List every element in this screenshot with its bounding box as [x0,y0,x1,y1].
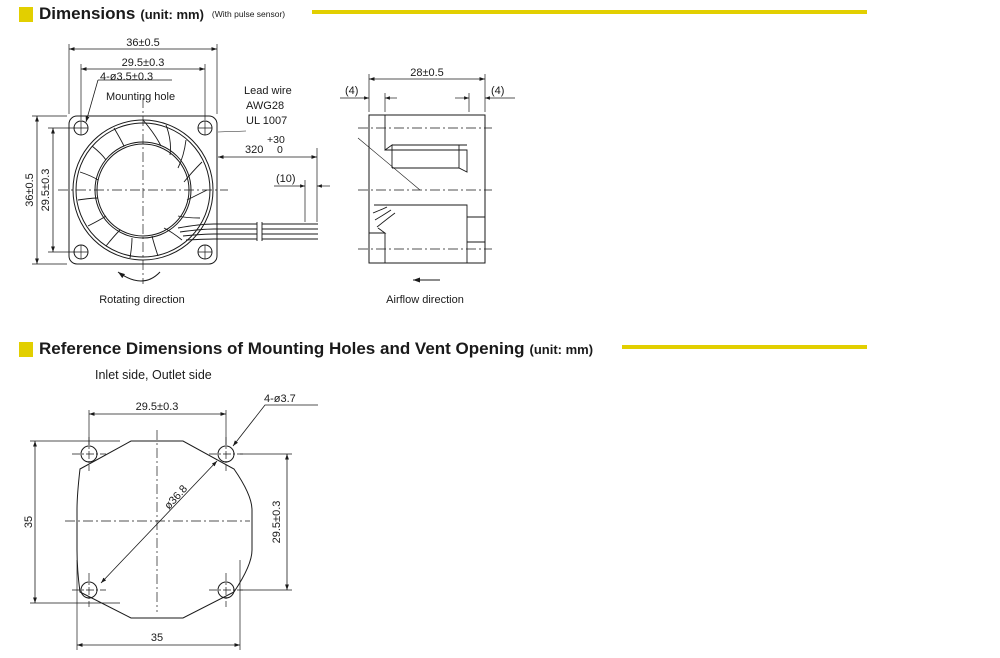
section-divider-bar [312,10,867,14]
ref-hole-spec: 4-ø3.7 [264,393,296,405]
dim-left-flange: (4) [345,85,358,97]
dim-depth: 28±0.5 [410,67,444,79]
dim-right-flange: (4) [491,85,504,97]
fan-blades [77,119,208,259]
lead-tol-minus: 0 [277,144,283,156]
dim-width-holes: 29.5±0.3 [122,57,165,69]
rotating-caption: Rotating direction [99,294,185,306]
section-marker [19,6,33,22]
lead-tol-plus: +30 [267,134,285,146]
mounting-reference-view [30,404,318,650]
fan-front-view [32,44,330,284]
hole-label: Mounting hole [106,91,175,103]
lead-wire-standard: UL 1007 [246,115,287,127]
ref-pitch-y: 29.5±0.3 [271,501,283,544]
section-reference-header: Reference Dimensions of Mounting Holes a… [19,339,593,359]
section-note: (With pulse sensor) [211,9,286,19]
ref-vent-diameter: ø36.8 [162,483,190,512]
lead-wire-label: Lead wire [244,85,292,97]
mounting-hole-icon [80,445,235,599]
ref-outer-height: 35 [23,516,35,528]
airflow-caption: Airflow direction [386,294,464,306]
section-title: Dimensions [39,4,136,23]
section-unit: (unit: mm) [140,6,204,22]
lead-wires [177,222,318,241]
fan-side-view [340,74,515,283]
dim-hole-spec: 4-ø3.5±0.3 [100,71,153,83]
rotation-arrow-icon [117,271,161,282]
section-divider-bar [622,345,867,349]
dim-height-outer: 36±0.5 [24,173,36,207]
lead-length: 320 [245,144,263,156]
dim-width-outer: 36±0.5 [126,37,160,49]
dim-height-holes: 29.5±0.3 [40,169,52,212]
ref-outer-width: 35 [151,632,163,644]
ref-pitch-x: 29.5±0.3 [136,401,179,413]
section-subtitle: Inlet side, Outlet side [95,368,212,382]
section-title: Reference Dimensions of Mounting Holes a… [39,339,525,358]
lead-wire-gauge: AWG28 [246,100,284,112]
section-dimensions-header: Dimensions (unit: mm) (With pulse sensor… [19,4,285,24]
strip-length: (10) [276,173,296,185]
section-unit: (unit: mm) [529,341,594,357]
section-marker [19,341,33,357]
